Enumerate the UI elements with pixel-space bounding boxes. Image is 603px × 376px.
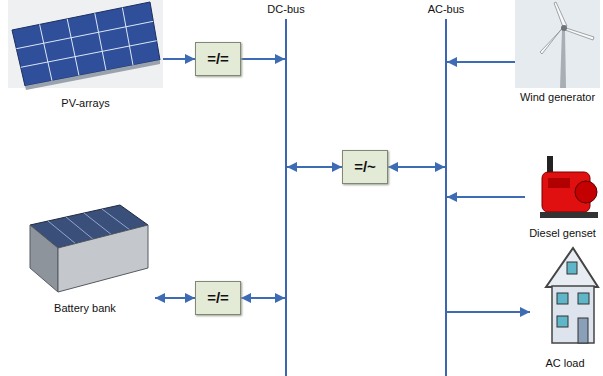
- bus-bar: DC-bus: [266, 3, 306, 376]
- converter-box: =/=: [195, 42, 241, 76]
- power-flow-arrow: [287, 166, 342, 168]
- battery-cell-line: [48, 221, 76, 244]
- battery-cell-line: [102, 209, 130, 230]
- component-picture: Battery bank: [15, 195, 155, 315]
- component-label-text: AC load: [544, 357, 585, 369]
- power-flow-arrow: [241, 297, 285, 299]
- pv-grid-line: [122, 8, 133, 66]
- pv-grid-line: [40, 24, 52, 80]
- power-flow-arrow: [155, 297, 195, 299]
- component-label-text: Diesel genset: [528, 227, 597, 239]
- battery-picture: [30, 205, 148, 292]
- house-door: [578, 318, 588, 343]
- component-label-text: Wind generator: [519, 91, 596, 103]
- power-flow-arrow: [241, 58, 285, 60]
- battery-cell-line: [66, 217, 94, 240]
- pv-grid: [16, 8, 156, 81]
- pv-frame: [25, 60, 160, 90]
- turbine-blade: [563, 27, 594, 40]
- component-label: AC load: [530, 356, 600, 370]
- bus-line: [285, 19, 287, 376]
- bus-line: [445, 19, 447, 376]
- house-wall: [552, 286, 594, 343]
- house-attic-window: [567, 262, 577, 274]
- converter-symbol: =/=: [207, 289, 229, 307]
- bus-bar: AC-bus: [426, 3, 466, 376]
- sky-background: [515, 0, 600, 88]
- bus-label: AC-bus: [427, 3, 466, 16]
- pv-grid-line: [16, 21, 153, 48]
- converter-box: =/~: [342, 150, 388, 184]
- power-flow-arrow: [163, 58, 195, 60]
- power-flow-arrow: [447, 61, 515, 63]
- component-label: Wind generator: [515, 90, 600, 104]
- wind-turbine-picture: [515, 0, 600, 88]
- power-flow-arrow: [447, 311, 530, 313]
- house-window: [557, 293, 568, 304]
- turbine-blade: [540, 27, 563, 54]
- component-label: Diesel genset: [525, 226, 600, 240]
- converter-symbol: =/~: [354, 158, 376, 176]
- component-label-text: PV-arrays: [60, 97, 110, 109]
- pv-panel: [12, 2, 160, 86]
- generator-drum: [575, 181, 597, 203]
- component-picture: PV-arrays: [8, 2, 163, 110]
- house-window: [557, 316, 568, 327]
- engine-detail: [548, 178, 570, 188]
- diesel-genset-picture: [540, 156, 598, 218]
- house-window: [578, 293, 589, 304]
- genset-base: [540, 212, 598, 218]
- pv-grid-line: [21, 41, 157, 68]
- pv-grid-line: [67, 19, 79, 76]
- bus-label: DC-bus: [266, 3, 305, 16]
- exhaust-stack: [547, 156, 553, 174]
- pv-array-picture: [8, 0, 163, 90]
- pv-grid-line: [95, 13, 106, 70]
- component-label-text: Battery bank: [53, 302, 117, 314]
- component-picture: AC load: [530, 244, 600, 370]
- battery-side: [30, 225, 58, 292]
- battery-front: [58, 225, 148, 292]
- house-roof: [546, 248, 598, 287]
- converter-symbol: =/=: [207, 50, 229, 68]
- component-label: PV-arrays: [8, 96, 163, 110]
- power-flow-arrow: [447, 196, 525, 198]
- component-picture: Wind generator: [515, 0, 600, 104]
- turbine-blade: [554, 2, 567, 27]
- turbine-tower: [560, 30, 566, 88]
- house-picture: [546, 248, 598, 343]
- turbine-hub: [561, 25, 567, 31]
- converter-box: =/=: [195, 281, 241, 315]
- component-label: Battery bank: [15, 301, 155, 315]
- power-flow-arrow: [388, 166, 445, 168]
- battery-cell-line: [84, 213, 112, 235]
- component-picture: Diesel genset: [525, 150, 600, 240]
